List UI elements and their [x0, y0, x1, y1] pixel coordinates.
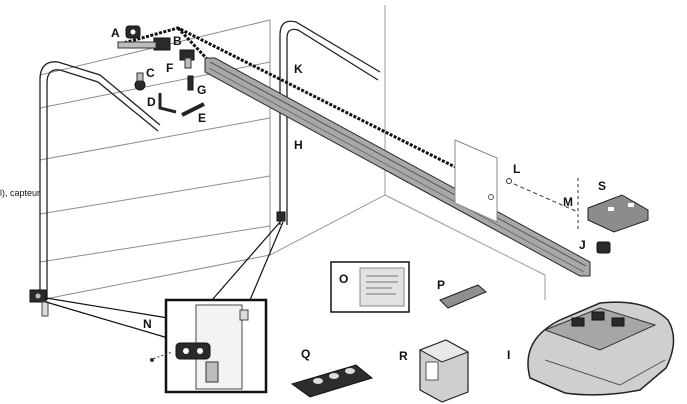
part-l-screw: [506, 178, 512, 184]
label-p: P: [437, 278, 445, 292]
label-l: L: [513, 162, 520, 176]
part-r-wall-control: [418, 339, 470, 403]
label-m: M: [563, 195, 573, 209]
wall-button-panel: [454, 139, 498, 223]
label-s: S: [598, 179, 606, 193]
caption-fragment: l), capteur: [0, 188, 40, 198]
label-i: I: [507, 348, 510, 362]
label-h: H: [294, 138, 303, 152]
part-m-dashed-line: [513, 178, 579, 232]
part-e-straight-arm: [181, 102, 205, 117]
label-r: R: [399, 349, 408, 363]
part-f-trolley: [179, 49, 195, 69]
part-c-pulley: [134, 72, 146, 91]
part-g-pin: [187, 75, 194, 91]
label-q: Q: [301, 347, 310, 361]
label-n: N: [143, 317, 152, 331]
part-o-manual: [330, 261, 410, 313]
part-a-sprocket: [125, 25, 141, 39]
part-d-arm: [158, 93, 177, 114]
label-d: D: [147, 95, 156, 109]
label-b: B: [173, 34, 182, 48]
label-j: J: [579, 238, 586, 252]
label-c: C: [146, 66, 155, 80]
part-q-remote: [290, 364, 374, 398]
label-k: K: [294, 62, 303, 76]
rail: [204, 57, 591, 277]
part-j-clip: [596, 241, 611, 254]
room-walls: [269, 5, 546, 300]
label-a: A: [111, 26, 120, 40]
label-g: G: [197, 83, 206, 97]
garage-door: [39, 19, 271, 301]
part-s-plate: [587, 194, 649, 233]
part-p-tag: [439, 284, 487, 309]
door-track-right: [279, 20, 381, 225]
label-f: F: [166, 61, 173, 75]
part-b-bracket: [117, 37, 171, 51]
door-track-left: [39, 61, 161, 300]
door-sensor-right: [276, 211, 286, 222]
drive-chain: [119, 26, 496, 189]
label-e: E: [198, 111, 206, 125]
part-i-motor-unit: [527, 301, 675, 396]
inset-n-detail: [45, 221, 284, 394]
door-bracket-bottom: [29, 289, 49, 317]
label-o: O: [339, 272, 348, 286]
